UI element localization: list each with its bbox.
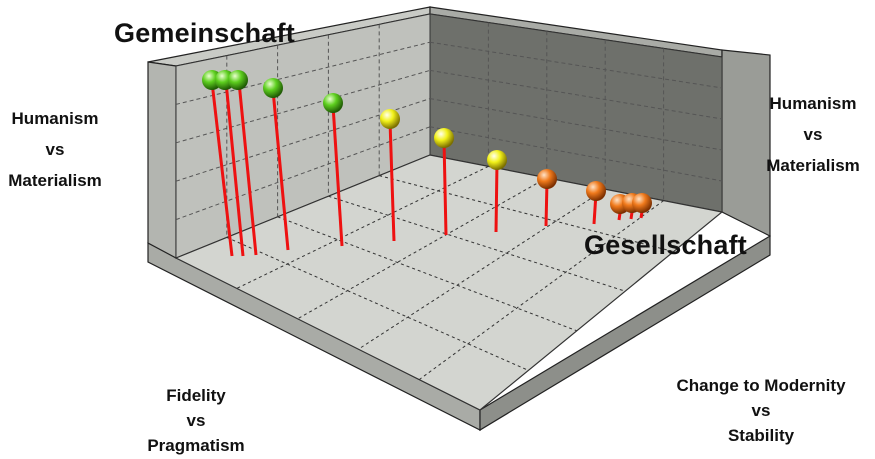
floor-grid-line [226, 236, 529, 371]
marker-sphere [380, 109, 400, 129]
wall-grid-line [175, 41, 431, 105]
floor-grid [226, 165, 674, 381]
marker-stem [210, 81, 234, 257]
floor-grid-line [236, 165, 489, 289]
floor-grid-line [379, 175, 674, 253]
wall-grid-line [175, 98, 431, 182]
marker-sphere [263, 78, 283, 98]
marker-stem [224, 81, 245, 257]
bottom-right-axis-label: Change to Modernity vs Stability [650, 373, 872, 448]
box-bottom-right-edge [479, 234, 771, 432]
marker-sphere [586, 181, 606, 201]
left-axis-line-2: vs [45, 140, 65, 159]
bottom-left-axis-label: Fidelity vs Pragmatism [126, 383, 266, 458]
marker-stem [237, 81, 258, 256]
left-axis-line-1: Humanism [11, 109, 99, 128]
bottom-left-axis-line-1: Fidelity [166, 386, 226, 405]
bottom-right-axis-line-2: vs [751, 401, 771, 420]
marker-sphere [537, 169, 557, 189]
gemeinschaft-label: Gemeinschaft [114, 18, 295, 48]
floor-grid-line [358, 188, 606, 350]
markers [202, 70, 652, 257]
bottom-left-axis-line-2: vs [186, 411, 206, 430]
floor-grid-line [328, 195, 626, 292]
floor-grid-line [277, 216, 577, 332]
marker-stem [388, 120, 396, 242]
left-wall-outer-face [147, 61, 177, 260]
bottom-left-axis-line-3: Pragmatism [147, 436, 245, 455]
marker-sphere [434, 128, 454, 148]
floor-grid-line [418, 200, 664, 381]
floor [174, 154, 724, 411]
right-axis-label: Humanism vs Materialism [752, 88, 874, 181]
marker-stem [442, 139, 448, 236]
marker-sphere [323, 93, 343, 113]
marker-sphere [228, 70, 248, 90]
marker-stem [271, 89, 290, 251]
marker-stem [494, 161, 499, 233]
wall-grid-line [429, 41, 723, 89]
bottom-right-axis-line-3: Stability [727, 426, 795, 445]
wall-grid-line [429, 98, 723, 151]
right-axis-line-2: vs [803, 125, 823, 144]
right-axis-line-1: Humanism [769, 94, 857, 113]
marker-stem [331, 104, 344, 247]
wall-grid-line [429, 69, 723, 120]
bottom-right-axis-line-1: Change to Modernity [676, 376, 846, 395]
gesellschaft-label: Gesellschaft [584, 230, 747, 260]
wall-grid-line [175, 126, 431, 221]
left-axis-line-3: Materialism [8, 171, 102, 190]
right-axis-line-3: Materialism [766, 156, 860, 175]
marker-sphere [487, 150, 507, 170]
left-axis-label: Humanism vs Materialism [0, 103, 110, 196]
wall-grid-line [429, 126, 723, 182]
marker-sphere [632, 193, 652, 213]
